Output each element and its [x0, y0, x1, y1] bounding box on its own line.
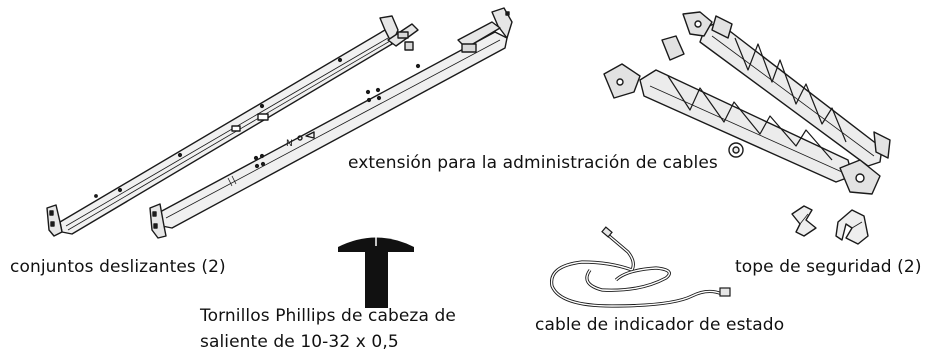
slide-rail-right: N — [94, 7, 513, 239]
cable-management-arm-label: extensión para la administración de cabl… — [348, 153, 718, 173]
safety-stop-clip-1 — [791, 205, 817, 237]
status-indicator-cable-illustration — [549, 226, 731, 308]
svg-text:N: N — [286, 139, 293, 149]
safety-stop-clip-2 — [835, 209, 869, 245]
screw-label: Tornillos Phillips de cabeza de saliente… — [200, 303, 456, 355]
screw-label-line-2: saliente de 10-32 x 0,5 — [200, 332, 399, 352]
phillips-screw-illustration — [338, 236, 414, 308]
status-cable-label: cable de indicador de estado — [535, 315, 785, 335]
safety-stop-clips-illustration — [791, 205, 869, 245]
safety-stop-label: tope de seguridad (2) — [735, 257, 922, 277]
slide-assemblies-label: conjuntos deslizantes (2) — [10, 257, 226, 277]
slide-rail-left — [46, 15, 419, 237]
slide-rails-illustration: N — [46, 7, 513, 239]
cable-management-arm-illustration — [603, 11, 891, 195]
screw-label-line-1: Tornillos Phillips de cabeza de — [200, 306, 456, 326]
